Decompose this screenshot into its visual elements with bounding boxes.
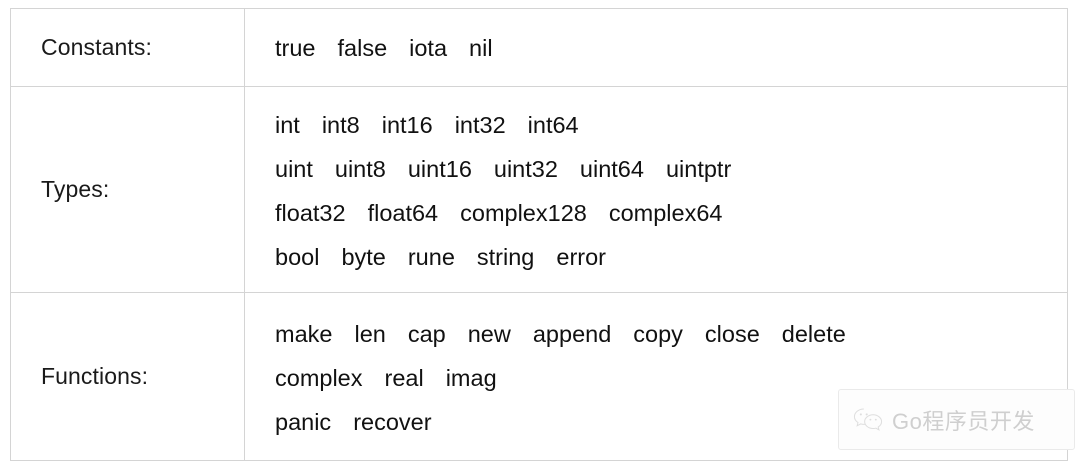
- keyword-token: copy: [633, 320, 683, 347]
- keyword-token: false: [337, 34, 388, 61]
- keyword-token: uintptr: [665, 155, 732, 182]
- keyword-token: real: [384, 364, 424, 391]
- row-label-constants: Constants:: [10, 8, 245, 87]
- keyword-token: panic: [275, 408, 332, 435]
- keyword-token: uint32: [493, 155, 558, 182]
- keyword-token: recover: [353, 408, 432, 435]
- keyword-token: new: [467, 320, 511, 347]
- keyword-token: string: [476, 243, 535, 270]
- keyword-token: error: [556, 243, 606, 270]
- token-line: float32 float64 complex128 complex64: [275, 191, 1067, 235]
- keyword-token: int: [275, 111, 300, 138]
- keyword-token: uint16: [407, 155, 472, 182]
- keyword-token: int16: [381, 111, 433, 138]
- keyword-token: close: [704, 320, 760, 347]
- keyword-token: int64: [527, 111, 579, 138]
- keyword-token: cap: [407, 320, 446, 347]
- keyword-token: int32: [454, 111, 506, 138]
- keyword-token: complex64: [608, 199, 723, 226]
- keyword-token: uint: [275, 155, 313, 182]
- keyword-token: iota: [409, 34, 448, 61]
- keyword-token: append: [532, 320, 612, 347]
- row-label-functions: Functions:: [10, 292, 245, 461]
- keyword-token: uint64: [579, 155, 644, 182]
- keyword-token: make: [275, 320, 333, 347]
- keyword-token: nil: [469, 34, 493, 61]
- keyword-token: true: [275, 34, 316, 61]
- keyword-token: bool: [275, 243, 320, 270]
- keyword-token: imag: [445, 364, 497, 391]
- keyword-token: float32: [275, 199, 346, 226]
- keyword-token: complex: [275, 364, 363, 391]
- keyword-token: float64: [367, 199, 439, 226]
- token-line: uint uint8 uint16 uint32 uint64 uintptr: [275, 147, 1067, 191]
- wechat-icon: [853, 407, 883, 433]
- token-line: complex real imag: [275, 356, 1067, 400]
- token-line: bool byte rune string error: [275, 235, 1067, 279]
- keyword-token: uint8: [334, 155, 386, 182]
- keyword-token: len: [354, 320, 386, 347]
- watermark-badge: Go程序员开发: [838, 389, 1075, 450]
- token-line: int int8 int16 int32 int64: [275, 103, 1067, 147]
- keyword-token: int8: [321, 111, 360, 138]
- keyword-token: complex128: [460, 199, 587, 226]
- keyword-token: rune: [407, 243, 455, 270]
- keyword-token: byte: [341, 243, 386, 270]
- row-label-types: Types:: [10, 86, 245, 293]
- keyword-token: delete: [781, 320, 846, 347]
- watermark-text: Go程序员开发: [892, 408, 1035, 434]
- token-line: panic recover: [275, 400, 1067, 444]
